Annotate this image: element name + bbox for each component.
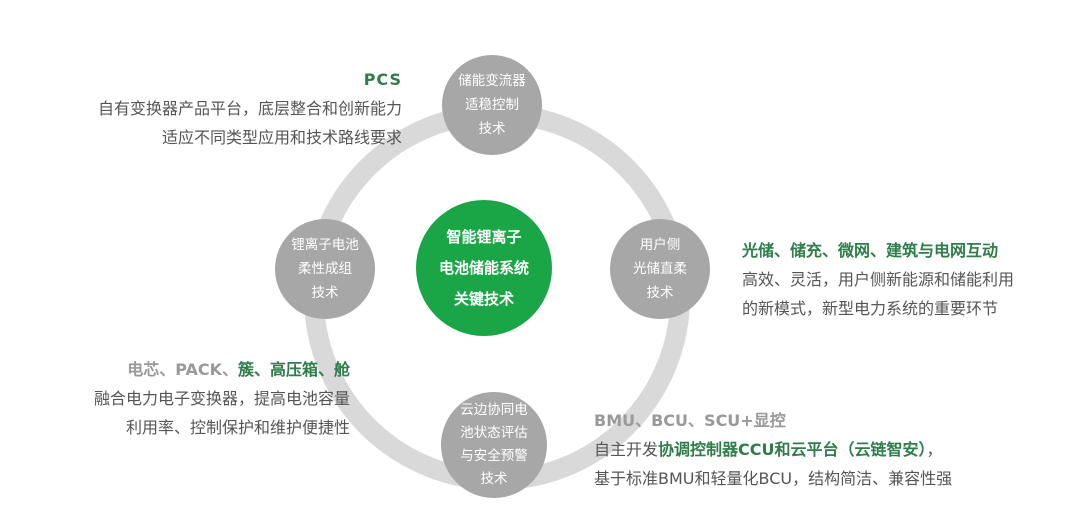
node-left-line-3: 技术 [311, 285, 339, 301]
node-top-line-3: 技术 [478, 121, 506, 137]
annotation-pcs-line-1: 自有变换器产品平台，底层整合和创新能力 [97, 99, 402, 118]
annotation-user-line-1: 高效、灵活，用户侧新能源和储能利用 [742, 270, 1015, 289]
annotation-cell-heading-green: 簇、高压箱、舱 [237, 360, 350, 379]
annotation-cell-heading: 电芯、PACK、簇、高压箱、舱 [94, 355, 350, 384]
node-bottom-line-1: 云边协同电 [460, 402, 528, 418]
annotation-cell-line-2: 利用率、控制保护和维护便捷性 [125, 418, 350, 437]
annotation-bmu-line1-prefix: 自主开发 [594, 440, 659, 459]
center-line-1: 智能锂离子 [446, 227, 522, 246]
node-top-line-2: 适稳控制 [465, 97, 519, 113]
center-core-circle: 智能锂离子 电池储能系统 关键技术 [416, 200, 552, 336]
node-right-line-2: 光储直柔 [633, 261, 687, 277]
node-right-line-1: 用户侧 [639, 237, 681, 253]
annotation-bmu-line-2: 基于标准BMU和轻量化BCU，结构简洁、兼容性强 [594, 469, 953, 488]
annotation-pcs-line-2: 适应不同类型应用和技术路线要求 [161, 128, 402, 147]
annotation-pcs-heading: PCS [363, 70, 402, 89]
annotation-user-heading: 光储、储充、微网、建筑与电网互动 [742, 241, 999, 260]
node-bottom-line-2: 池状态评估 [460, 425, 528, 441]
annotation-cell-heading-gray: 电芯、PACK、 [127, 360, 238, 379]
node-cloud-edge-assessment: 云边协同电 池状态评估 与安全预警 技术 [441, 392, 547, 498]
node-left-line-1: 锂离子电池 [291, 237, 359, 253]
annotation-bmu-line1-suffix: ， [926, 440, 943, 459]
annotation-user-side: 光储、储充、微网、建筑与电网互动 高效、灵活，用户侧新能源和储能利用 的新模式，… [742, 236, 1014, 323]
node-battery-grouping: 锂离子电池 柔性成组 技术 [275, 219, 375, 319]
center-line-2: 电池储能系统 [438, 258, 529, 277]
node-bottom-line-3: 与安全预警 [460, 448, 528, 464]
node-left-line-2: 柔性成组 [298, 261, 352, 277]
node-bottom-line-4: 技术 [480, 471, 508, 487]
annotation-bmu-line1-bold: 协调控制器CCU和云平台（云链智安） [658, 440, 927, 459]
annotation-bmu-heading: BMU、BCU、SCU+显控 [594, 411, 786, 430]
node-pcs-control: 储能变流器 适稳控制 技术 [442, 55, 542, 155]
annotation-bmu-line-1: 自主开发协调控制器CCU和云平台（云链智安）， [594, 435, 952, 464]
annotation-cell-pack: 电芯、PACK、簇、高压箱、舱 融合电力电子变换器，提高电池容量 利用率、控制保… [94, 355, 350, 442]
annotation-pcs: PCS 自有变换器产品平台，底层整合和创新能力 适应不同类型应用和技术路线要求 [98, 65, 402, 152]
node-right-line-3: 技术 [646, 285, 674, 301]
annotation-user-line-2: 的新模式，新型电力系统的重要环节 [742, 299, 999, 318]
node-top-line-1: 储能变流器 [458, 73, 526, 89]
annotation-bmu: BMU、BCU、SCU+显控 自主开发协调控制器CCU和云平台（云链智安）， 基… [594, 406, 952, 493]
annotation-cell-line-1: 融合电力电子变换器，提高电池容量 [93, 389, 350, 408]
node-user-side-pv: 用户侧 光储直柔 技术 [610, 219, 710, 319]
center-line-3: 关键技术 [453, 289, 514, 308]
